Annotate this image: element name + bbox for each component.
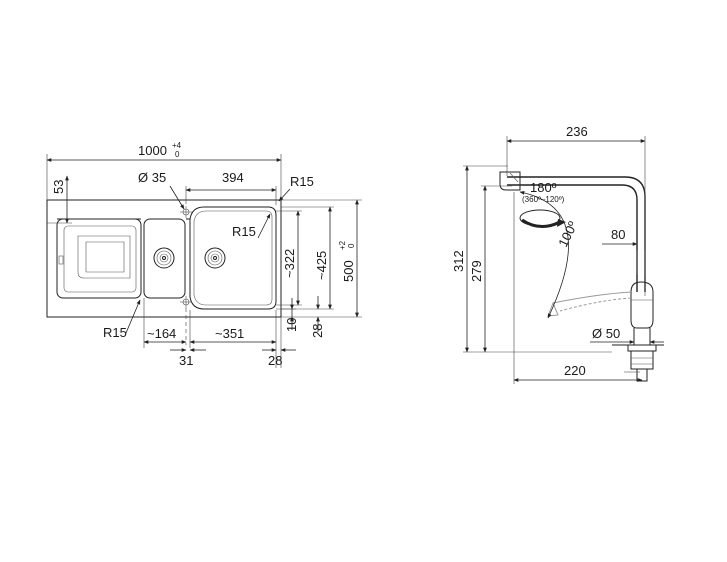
bowl-width-dimension: 394: [222, 170, 244, 185]
bowl-depth-dimension: ~322: [282, 249, 297, 278]
tap-hole-mark: [180, 206, 192, 218]
tap-hole-diameter: Ø 35: [138, 170, 166, 185]
edge-28-dimension: 28: [310, 324, 325, 338]
width-dimension: 1000: [138, 143, 167, 158]
swivel-arc: [519, 190, 569, 319]
total-height-dimension: 312: [451, 250, 466, 272]
center-mark: [180, 296, 192, 345]
rotation-range: (360º–120º): [522, 195, 565, 204]
tap-column: [630, 281, 654, 329]
reach-dimension: 236: [566, 124, 588, 139]
depth-tolerance-upper: +2: [338, 240, 347, 250]
large-bowl-width: ~351: [215, 326, 244, 341]
pull-out-hose: [559, 297, 632, 312]
spout-height-dimension: 279: [469, 260, 484, 282]
width-tolerance-upper: +4: [172, 141, 182, 150]
small-bowl-width: ~164: [147, 326, 176, 341]
sink-top-view: 1000 +4 0 53 Ø 35 394 R15 R15 R15 ~322: [46, 141, 362, 368]
inner-depth-dimension: ~425: [314, 251, 329, 280]
spout-offset-dimension: 80: [611, 227, 625, 242]
depth-tolerance-lower: 0: [347, 243, 356, 248]
small-bowl: [143, 218, 186, 299]
drainer-area: [56, 218, 142, 299]
width-tolerance-lower: 0: [175, 150, 180, 159]
large-bowl: [189, 206, 277, 310]
rotation-angle: 180º: [530, 180, 557, 195]
edge-10-dimension: 10: [284, 318, 299, 332]
corner-radius-inner: R15: [232, 224, 256, 239]
back-edge-dimension: 53: [51, 180, 66, 194]
rotation-arrow-icon: [519, 209, 566, 228]
large-bowl-waste: [204, 247, 226, 269]
corner-radius-top: R15: [290, 174, 314, 189]
divider-dimension: 31: [179, 353, 193, 368]
tap-side-view: 100º 180º (360º–120º) 236 80 312 279 Ø 5…: [451, 124, 664, 384]
base-reach-dimension: 220: [564, 363, 586, 378]
corner-radius-bottom: R15: [103, 325, 127, 340]
tap-hole-diameter-label: Ø 50: [592, 326, 620, 341]
depth-dimension: 500: [341, 260, 356, 282]
sink-outline: [46, 199, 282, 318]
small-bowl-waste: [153, 247, 175, 269]
mounting-nut: [624, 344, 657, 382]
right-edge-dimension: 28: [268, 353, 282, 368]
spout-head: [499, 171, 521, 191]
